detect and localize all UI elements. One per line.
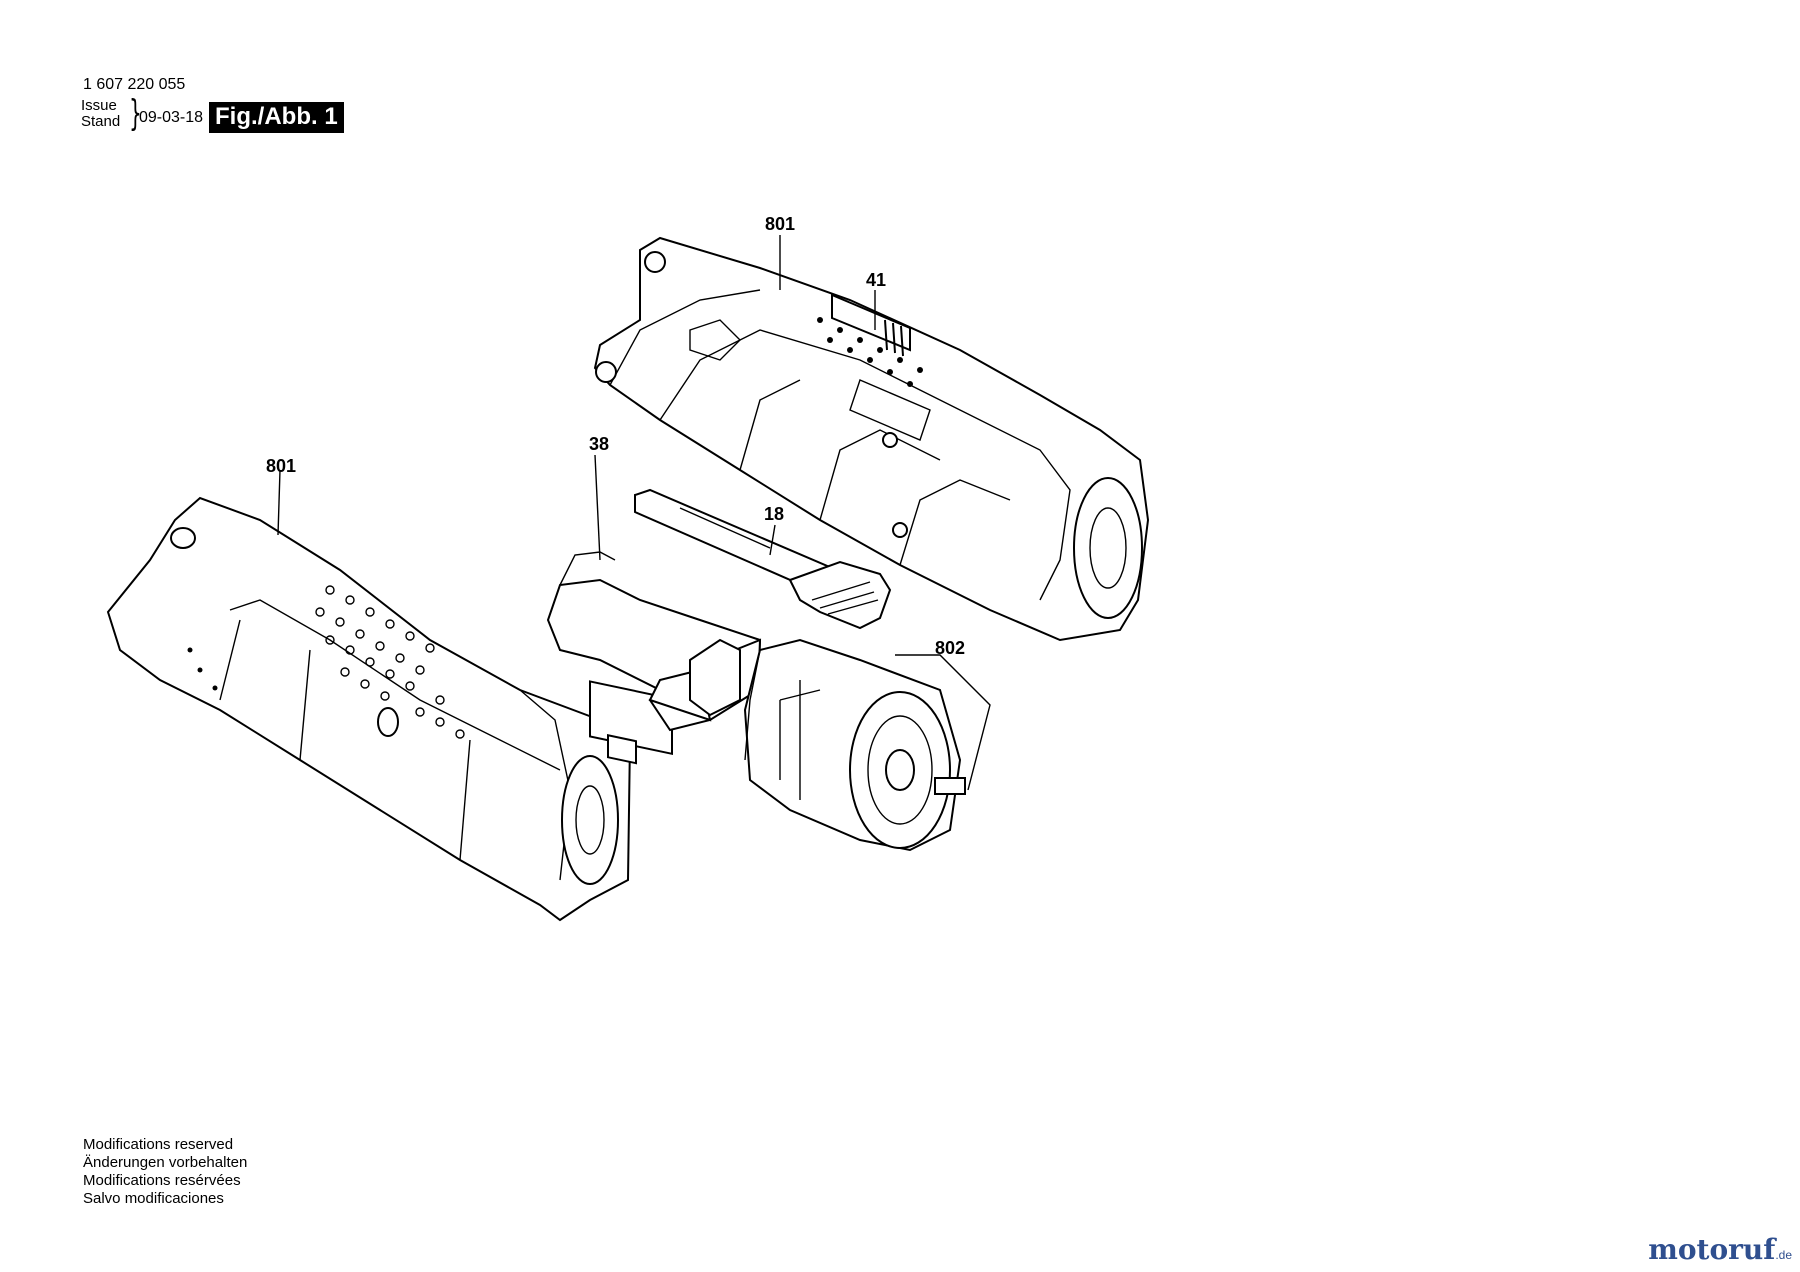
switch-slide-18 bbox=[634, 488, 892, 630]
switch-module-38 bbox=[546, 551, 762, 765]
issue-stand-labels: Issue Stand bbox=[81, 98, 120, 130]
note-line-en: Modifications reserved bbox=[83, 1136, 234, 1153]
brace-symbol: } bbox=[129, 93, 142, 134]
figure-label: Fig./Abb. 1 bbox=[209, 102, 344, 133]
callout-18: 18 bbox=[764, 504, 785, 524]
callout-41: 41 bbox=[866, 270, 887, 290]
note-line-fr: Modifications resérvées bbox=[83, 1172, 241, 1189]
stand-label: Stand bbox=[81, 113, 121, 130]
callout-802: 802 bbox=[935, 638, 966, 658]
motor-802 bbox=[743, 638, 966, 852]
housing-half-upper bbox=[593, 236, 1150, 642]
leader-lines bbox=[277, 235, 991, 791]
callout-801-upper: 801 bbox=[765, 214, 796, 234]
callout-38: 38 bbox=[589, 434, 610, 454]
note-line-de: Änderungen vorbehalten bbox=[83, 1154, 248, 1171]
callout-801-lower: 801 bbox=[266, 456, 297, 476]
modifications-notice: Modifications reserved Änderungen vorbeh… bbox=[83, 1136, 247, 1208]
site-logo: motoruf.de bbox=[1648, 1233, 1792, 1266]
logo-suffix: .de bbox=[1775, 1248, 1792, 1262]
issue-label: Issue bbox=[81, 97, 117, 114]
part-number: 1 607 220 055 bbox=[83, 76, 186, 93]
housing-half-lower bbox=[106, 496, 632, 922]
issue-date: 09-03-18 bbox=[139, 109, 204, 126]
logo-text: motoruf bbox=[1648, 1233, 1776, 1266]
note-line-es: Salvo modificaciones bbox=[83, 1190, 224, 1207]
